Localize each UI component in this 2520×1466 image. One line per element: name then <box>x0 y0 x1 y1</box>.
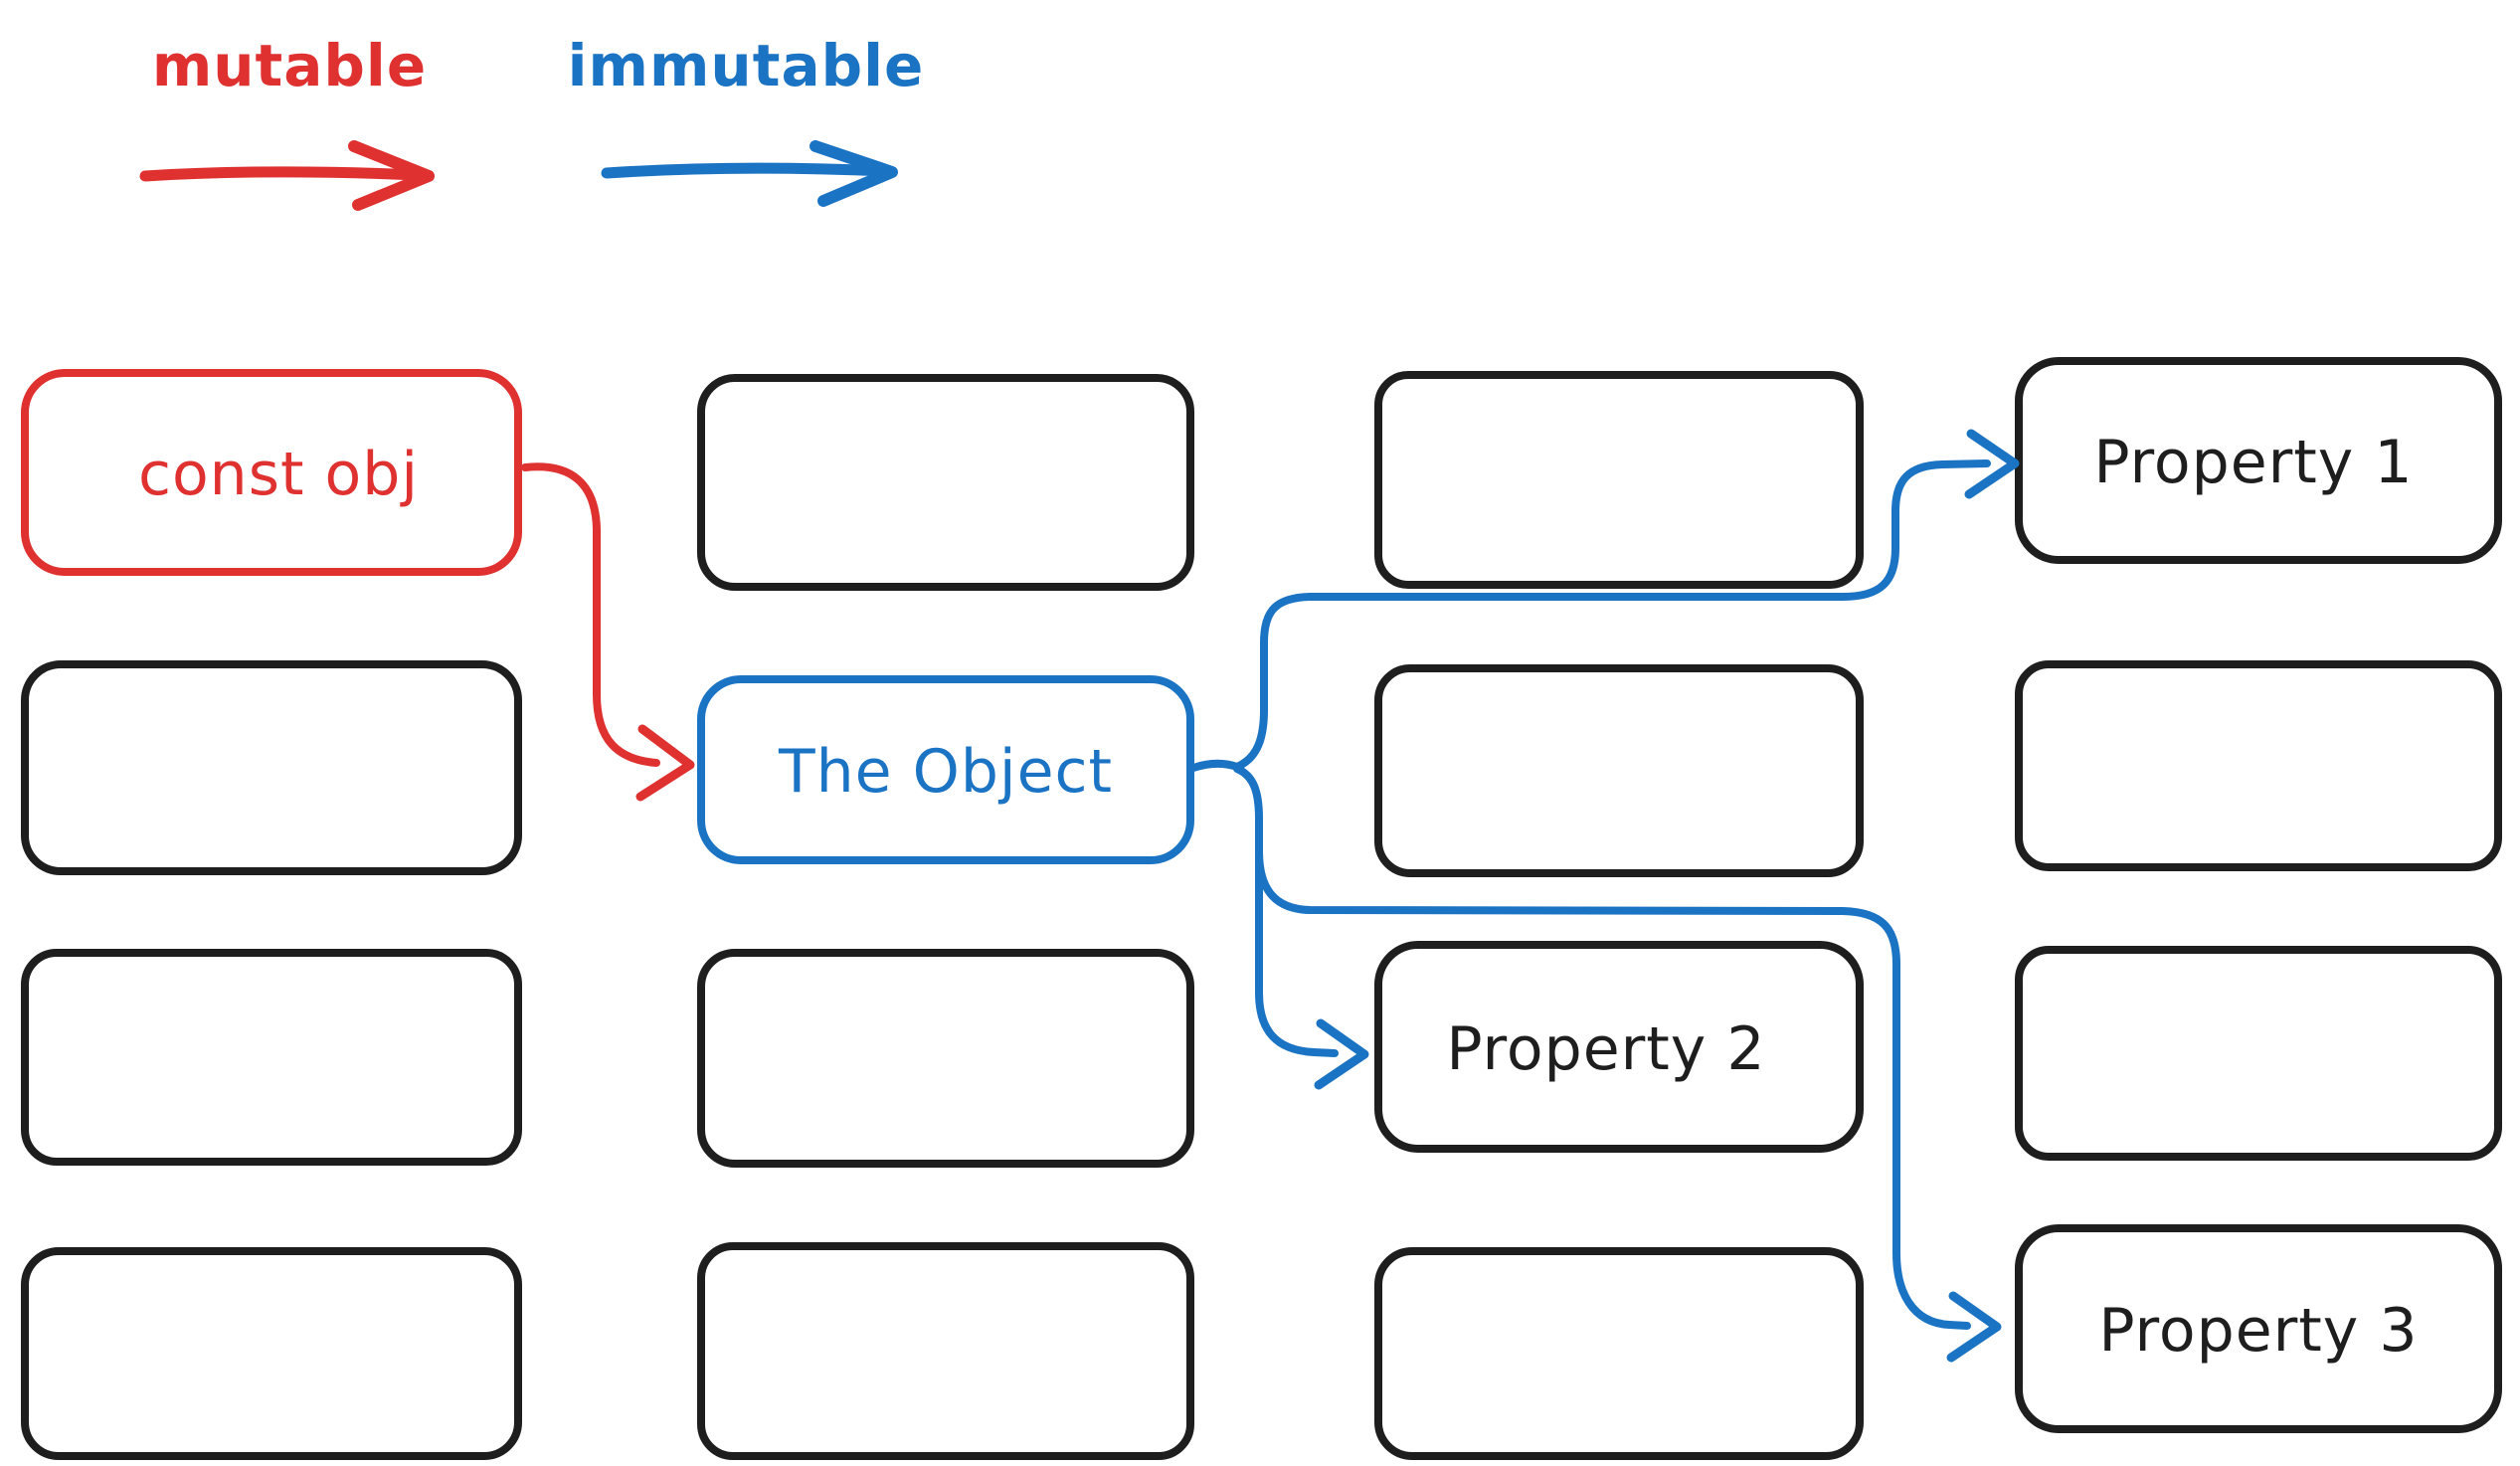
edge-const-obj-to-the-object[interactable] <box>521 462 695 802</box>
immutable-edge-arrowhead-2 <box>1314 1018 1369 1090</box>
property-1-box <box>2015 357 2502 564</box>
edge-the-object-to-property-3[interactable] <box>1255 847 2002 1363</box>
edge-the-object-to-property-1[interactable] <box>1233 429 2020 771</box>
empty-node-r4c2[interactable] <box>697 1242 1194 1460</box>
empty-node-r3c4[interactable] <box>2015 946 2502 1161</box>
legend-label-immutable: immutable <box>568 32 925 99</box>
edge-the-object-to-property-2[interactable] <box>1233 765 1369 1090</box>
mutable-arrow-head <box>348 140 435 211</box>
empty-node-r2c4[interactable] <box>2015 660 2502 871</box>
immutable-edge-arrowhead-3 <box>1946 1291 2002 1363</box>
empty-node-r4c3[interactable] <box>1374 1247 1864 1460</box>
node-the-object[interactable]: The Object <box>697 675 1194 864</box>
legend-label-mutable: mutable <box>152 32 427 99</box>
immutable-edge-line-2 <box>1233 765 1339 1057</box>
const-obj-box <box>21 369 522 576</box>
immutable-edge-stub[interactable] <box>1189 759 1241 772</box>
property-3-label: Property 3 <box>2098 1296 2418 1366</box>
legend-arrow-mutable[interactable] <box>139 140 435 211</box>
immutable-edge-arrowhead-1 <box>1964 429 2020 499</box>
property-2-box <box>1374 941 1864 1153</box>
immutable-arrow-head <box>810 140 898 207</box>
empty-node-r1c3[interactable] <box>1374 371 1864 589</box>
immutable-edge-line-1 <box>1233 459 1991 771</box>
node-property-3[interactable]: Property 3 <box>2015 1224 2502 1433</box>
mutable-edge-arrowhead <box>635 724 695 802</box>
const-obj-label: const obj <box>138 440 419 509</box>
node-property-1[interactable]: Property 1 <box>2015 357 2502 564</box>
immutable-edge-line-3 <box>1255 847 1971 1330</box>
property-2-label: Property 2 <box>1446 1014 1765 1084</box>
empty-node-r1c2[interactable] <box>697 374 1194 591</box>
property-3-box <box>2015 1224 2502 1433</box>
empty-node-r3c1[interactable] <box>21 949 522 1166</box>
mutable-edge-line <box>521 462 660 767</box>
empty-node-r4c1[interactable] <box>21 1247 522 1460</box>
mutable-arrow-shaft <box>139 166 426 182</box>
property-1-label: Property 1 <box>2093 428 2413 497</box>
empty-node-r3c2[interactable] <box>697 949 1194 1168</box>
empty-node-r2c1[interactable] <box>21 660 522 875</box>
the-object-label: The Object <box>778 737 1113 807</box>
legend-arrow-immutable[interactable] <box>601 140 898 207</box>
node-const-obj[interactable]: const obj <box>21 369 522 576</box>
legend: mutable immutable <box>139 32 925 211</box>
empty-node-r2c3[interactable] <box>1374 664 1864 877</box>
immutable-arrow-shaft <box>601 162 893 179</box>
node-property-2[interactable]: Property 2 <box>1374 941 1864 1153</box>
